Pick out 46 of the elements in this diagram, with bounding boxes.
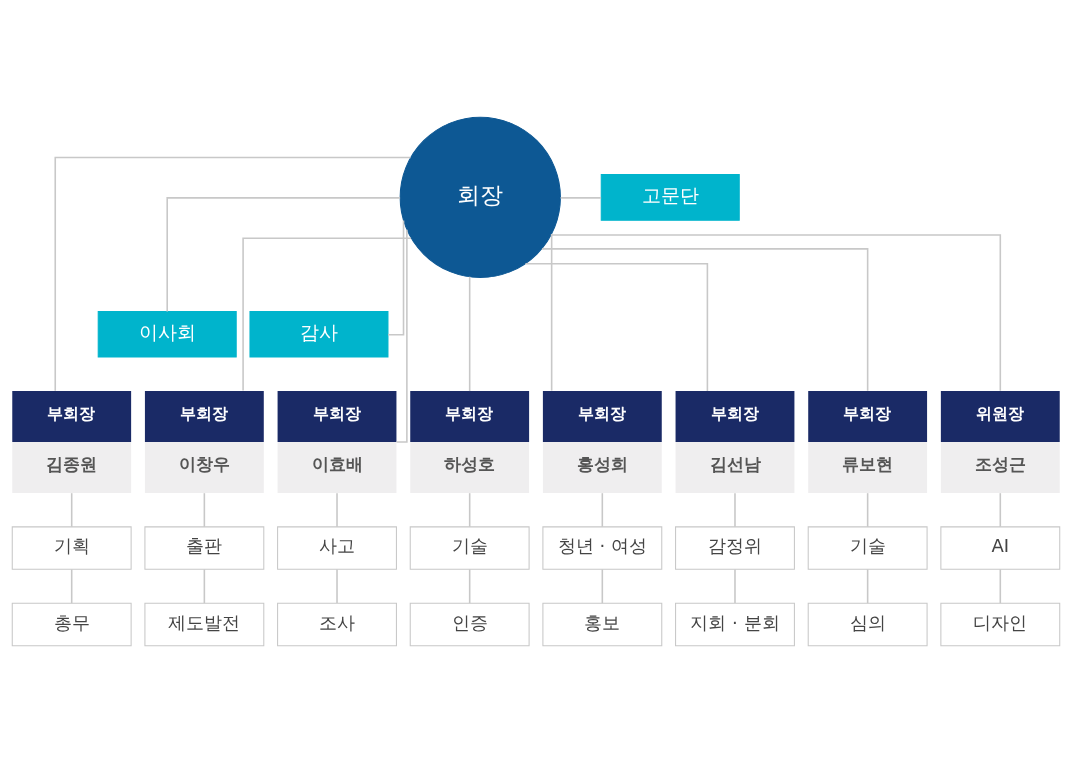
node-box: 심의 xyxy=(807,602,928,646)
connector xyxy=(336,568,338,604)
node-box: 인증 xyxy=(409,602,530,646)
connector xyxy=(468,491,471,528)
node-box: 기획 xyxy=(11,525,132,570)
node-box: 지회 · 분회 xyxy=(675,602,795,646)
node-circle: 회장 xyxy=(399,116,561,278)
connector xyxy=(734,568,736,604)
connector xyxy=(559,196,602,199)
node-box: 제도발전 xyxy=(144,602,265,646)
connector xyxy=(601,491,604,528)
node-box: 홍보 xyxy=(542,602,663,646)
connector xyxy=(550,233,1002,392)
connector xyxy=(866,491,869,528)
node-box: 감정위 xyxy=(675,525,795,570)
connector xyxy=(395,228,408,443)
connector xyxy=(866,568,869,604)
connector xyxy=(999,568,1002,604)
node-box: 청년 · 여성 xyxy=(542,525,663,570)
connector xyxy=(999,491,1002,528)
connector xyxy=(203,568,206,604)
node-box: 조사 xyxy=(277,602,397,646)
connector xyxy=(541,247,869,392)
node-box: 이사회 xyxy=(97,310,237,358)
connector xyxy=(203,491,206,528)
node-box: 고문단 xyxy=(600,173,740,221)
connector xyxy=(734,491,736,528)
node-box: 디자인 xyxy=(940,602,1061,646)
connector xyxy=(54,156,412,392)
node-box: 사고 xyxy=(277,525,397,570)
connector xyxy=(601,568,604,604)
connector xyxy=(242,236,412,391)
node-box: 출판 xyxy=(144,525,265,570)
node-box: 기술 xyxy=(409,525,530,570)
node-box: AI xyxy=(940,525,1061,570)
connector xyxy=(166,196,401,312)
node-box: 기술 xyxy=(807,525,928,570)
connector xyxy=(70,491,73,528)
connector xyxy=(468,568,471,604)
connector xyxy=(524,262,709,392)
connector xyxy=(387,219,405,336)
connector xyxy=(336,491,338,528)
node-box: 감사 xyxy=(249,310,389,358)
connector xyxy=(70,568,73,604)
connector xyxy=(468,275,471,392)
node-box: 총무 xyxy=(11,602,132,646)
